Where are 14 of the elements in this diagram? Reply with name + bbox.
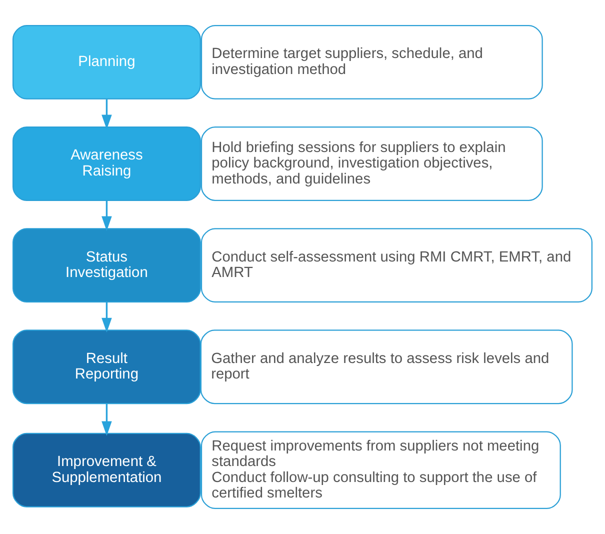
node-box: Result Reporting [12, 330, 201, 404]
arrow [102, 99, 112, 130]
node-box: Planning [12, 24, 201, 100]
node-box: Status Investigation [12, 228, 201, 303]
node-box: Conduct self-assessment using RMI CMRT, EMRT, and AMRT [200, 228, 593, 303]
node-box: Determine target suppliers, schedule, and investigation method [200, 24, 543, 100]
node-box: Gather and analyze results to assess risk levels and report [200, 330, 573, 404]
node-box: Hold briefing sessions for suppliers to explain policy background, investigation objectives, methods, and guidelines [200, 126, 543, 201]
node-box: Improvement & Supplementation [12, 432, 201, 508]
node-box: Awareness Raising [12, 126, 201, 201]
arrow [102, 302, 112, 333]
arrow [102, 404, 112, 436]
node-box: Request improvements from suppliers not meeting standards Conduct follow-up consulting to support the use of certified smelters [200, 431, 561, 510]
arrow [102, 200, 112, 231]
